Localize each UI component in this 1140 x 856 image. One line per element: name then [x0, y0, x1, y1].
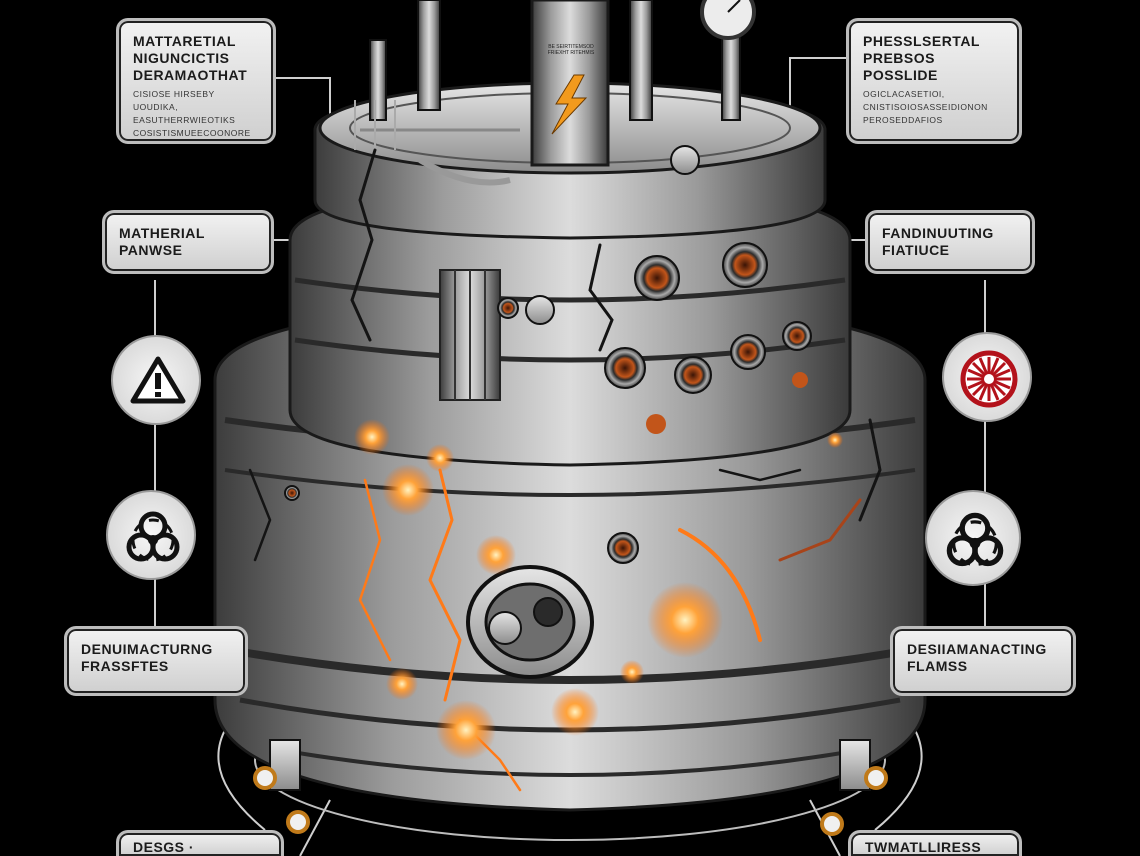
base-bolts — [253, 766, 888, 836]
callout-title: TWMATLLIRESS — [865, 839, 982, 855]
biohazard-icon — [126, 511, 180, 562]
vessel-label: BE SEIRTITEMSOD FRIEXHT RITEHMIS — [547, 44, 595, 56]
top-equipment — [354, 0, 756, 186]
viewing-ports — [284, 242, 812, 564]
callout-title: PREBSOS — [863, 50, 935, 66]
callout-title: POSSLIDE — [863, 67, 938, 83]
callout-title: PANWSE — [119, 242, 183, 258]
callout-low-right: DESIIAMANACTING FLAMSS — [890, 626, 1076, 696]
pressure-gauge-icon — [700, 0, 756, 40]
access-hatch — [466, 565, 594, 679]
callout-title: FLAMSS — [907, 658, 968, 674]
leader-top-left — [270, 77, 331, 130]
callout-title: MATTARETIAL — [133, 33, 236, 49]
callout-mid-right: FANDINUUTING FIATIUCE — [865, 210, 1035, 274]
middle-vessel — [288, 183, 852, 467]
callout-title: PHESSLSERTAL — [863, 33, 980, 49]
callout-title: FIATIUCE — [882, 242, 950, 258]
callout-mid-left: MATHERIAL PANWSE — [102, 210, 274, 274]
callout-title: DESIIAMANACTING — [907, 641, 1047, 657]
callout-title: FRASSFTES — [81, 658, 169, 674]
biohazard-icon — [946, 512, 1004, 567]
radiation-disc — [942, 332, 1032, 422]
callout-subtext: CISIOSE HIRSEBY UOUDIKA, EASUTHERRWIEOTI… — [133, 89, 251, 138]
callout-subtext: OGICLACASETIOI, CNISTISOIOSASSEIDIONON P… — [863, 89, 988, 125]
biohazard-disc-right — [925, 490, 1021, 586]
callout-top-right: PHESSLSERTAL PREBSOS POSSLIDE OGICLACASE… — [846, 18, 1022, 144]
callout-top-left: MATTARETIAL NIGUNCICTIS DERAMAOTHAT CISI… — [116, 18, 276, 144]
callout-title: FANDINUUTING — [882, 225, 994, 241]
callout-bottom-left: DESGS · LGWITION — [116, 830, 284, 856]
callout-bottom-right: TWMATLLIRESS — [848, 830, 1022, 856]
callout-low-left: DENUIMACTURNG FRASSFTES — [64, 626, 248, 696]
biohazard-disc-left — [106, 490, 196, 580]
lightning-icon — [551, 74, 588, 135]
callout-title: DENUIMACTURNG — [81, 641, 213, 657]
callout-title: DERAMAOTHAT — [133, 67, 248, 83]
radiation-icon — [960, 350, 1018, 408]
callout-title: NIGUNCICTIS — [133, 50, 230, 66]
callout-title: MATHERIAL — [119, 225, 205, 241]
callout-title: DESGS · LGWITION — [133, 839, 195, 855]
warning-disc — [111, 335, 201, 425]
damage-sparks — [354, 372, 843, 760]
warning-icon — [130, 356, 186, 404]
